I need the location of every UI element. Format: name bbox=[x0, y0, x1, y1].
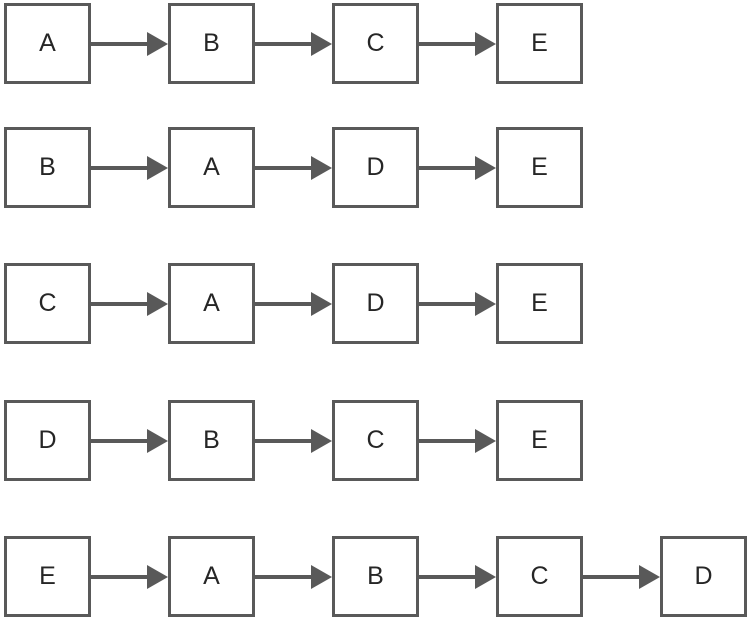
arrow-connector bbox=[583, 564, 660, 590]
flow-node: C bbox=[332, 3, 419, 84]
flow-node-label: A bbox=[39, 29, 56, 57]
arrow-head-icon bbox=[311, 31, 332, 56]
arrow-connector bbox=[419, 564, 496, 590]
arrow-line bbox=[419, 574, 475, 579]
arrow-line bbox=[255, 574, 311, 579]
flow-node: D bbox=[4, 400, 91, 481]
flow-node: B bbox=[332, 536, 419, 617]
flow-node: B bbox=[168, 400, 255, 481]
arrow-head-icon bbox=[147, 31, 168, 56]
arrow-connector bbox=[91, 564, 168, 590]
arrow-line bbox=[419, 165, 475, 170]
flow-node-label: D bbox=[366, 153, 385, 181]
arrow-connector bbox=[419, 31, 496, 57]
arrow-line bbox=[91, 438, 147, 443]
flow-node: D bbox=[332, 263, 419, 344]
arrow-connector bbox=[255, 291, 332, 317]
arrow-connector bbox=[419, 428, 496, 454]
arrow-line bbox=[419, 301, 475, 306]
arrow-head-icon bbox=[311, 291, 332, 316]
arrow-connector bbox=[91, 31, 168, 57]
arrow-connector bbox=[255, 31, 332, 57]
flow-node-label: E bbox=[531, 289, 548, 317]
arrow-line bbox=[255, 301, 311, 306]
arrow-head-icon bbox=[147, 155, 168, 180]
flow-node: E bbox=[496, 400, 583, 481]
arrow-head-icon bbox=[311, 428, 332, 453]
flow-node: E bbox=[496, 263, 583, 344]
arrow-head-icon bbox=[475, 428, 496, 453]
arrow-head-icon bbox=[475, 31, 496, 56]
arrow-line bbox=[255, 438, 311, 443]
arrow-line bbox=[419, 438, 475, 443]
flow-node-label: B bbox=[367, 562, 384, 590]
arrow-line bbox=[583, 574, 639, 579]
flow-node: A bbox=[168, 536, 255, 617]
arrow-head-icon bbox=[475, 564, 496, 589]
arrow-head-icon bbox=[311, 155, 332, 180]
flow-node-label: E bbox=[531, 29, 548, 57]
flow-node-label: B bbox=[203, 426, 220, 454]
flow-node-label: E bbox=[531, 426, 548, 454]
flow-node-label: D bbox=[366, 289, 385, 317]
flow-node-label: C bbox=[366, 426, 385, 454]
flow-node-label: C bbox=[530, 562, 549, 590]
arrow-head-icon bbox=[147, 564, 168, 589]
flow-node-label: D bbox=[694, 562, 713, 590]
arrow-head-icon bbox=[475, 155, 496, 180]
flow-node: A bbox=[168, 263, 255, 344]
arrow-line bbox=[91, 165, 147, 170]
flow-node-label: B bbox=[203, 29, 220, 57]
arrow-line bbox=[91, 301, 147, 306]
arrow-connector bbox=[255, 155, 332, 181]
flow-node-label: A bbox=[203, 289, 220, 317]
flow-node: D bbox=[332, 127, 419, 208]
flow-node: E bbox=[4, 536, 91, 617]
arrow-line bbox=[419, 41, 475, 46]
flow-node-label: B bbox=[39, 153, 56, 181]
flow-node: C bbox=[332, 400, 419, 481]
flow-node-label: E bbox=[531, 153, 548, 181]
flow-node-label: C bbox=[38, 289, 57, 317]
arrow-head-icon bbox=[475, 291, 496, 316]
flow-node: B bbox=[4, 127, 91, 208]
arrow-connector bbox=[255, 428, 332, 454]
flow-node-label: A bbox=[203, 153, 220, 181]
flow-node: C bbox=[4, 263, 91, 344]
flow-node: E bbox=[496, 3, 583, 84]
arrow-head-icon bbox=[147, 428, 168, 453]
flow-node: B bbox=[168, 3, 255, 84]
arrow-line bbox=[255, 41, 311, 46]
arrow-head-icon bbox=[639, 564, 660, 589]
flow-node-label: D bbox=[38, 426, 57, 454]
arrow-head-icon bbox=[311, 564, 332, 589]
arrow-line bbox=[255, 165, 311, 170]
flow-node: A bbox=[168, 127, 255, 208]
arrow-connector bbox=[91, 155, 168, 181]
flow-node-label: C bbox=[366, 29, 385, 57]
arrow-connector bbox=[91, 291, 168, 317]
flow-node: D bbox=[660, 536, 747, 617]
flow-node-label: A bbox=[203, 562, 220, 590]
arrow-head-icon bbox=[147, 291, 168, 316]
flow-node-label: E bbox=[39, 562, 56, 590]
arrow-connector bbox=[91, 428, 168, 454]
arrow-connector bbox=[419, 155, 496, 181]
arrow-connector bbox=[419, 291, 496, 317]
flow-node: C bbox=[496, 536, 583, 617]
arrow-line bbox=[91, 574, 147, 579]
flow-node: E bbox=[496, 127, 583, 208]
flow-node: A bbox=[4, 3, 91, 84]
arrow-line bbox=[91, 41, 147, 46]
arrow-connector bbox=[255, 564, 332, 590]
